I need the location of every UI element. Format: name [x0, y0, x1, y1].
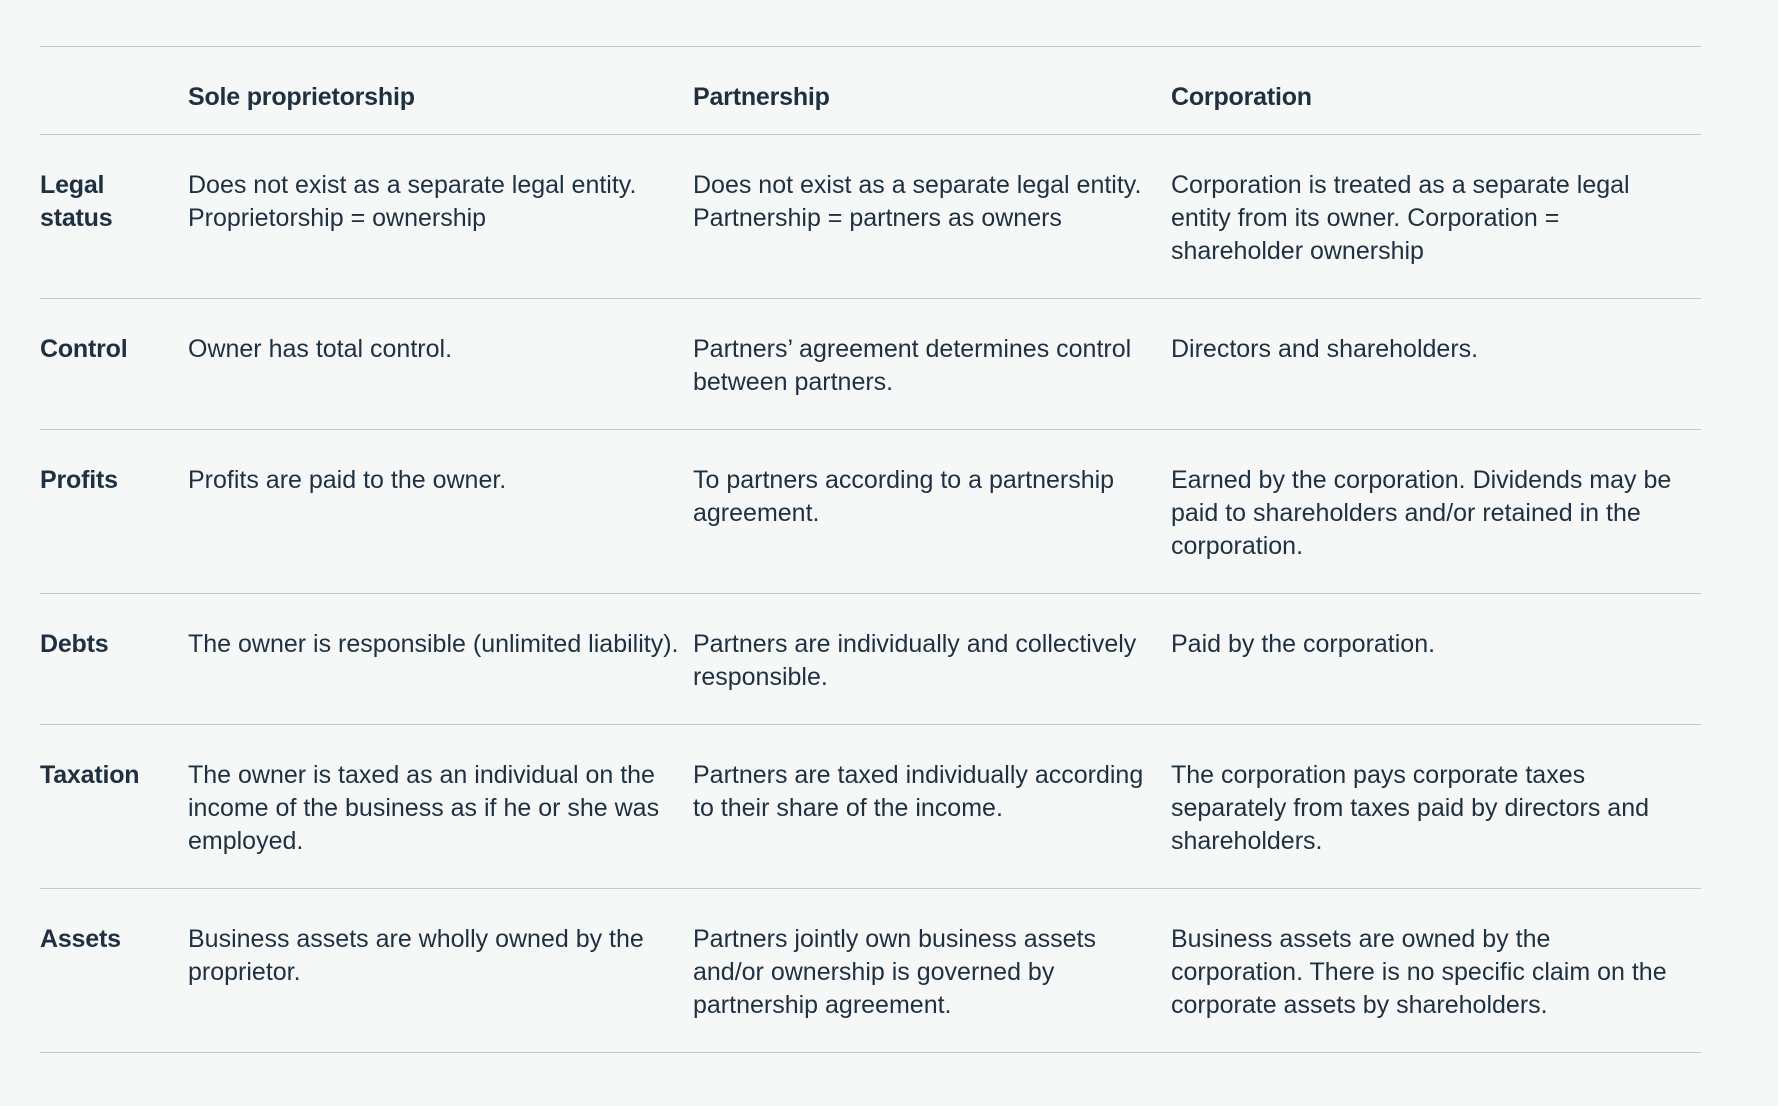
- row-header: Profits: [40, 429, 188, 594]
- row-header: Taxation: [40, 724, 188, 889]
- table-cell: Partners jointly own business assets and…: [693, 888, 1171, 1053]
- table-cell: Owner has total control.: [188, 298, 693, 430]
- row-header: Assets: [40, 888, 188, 1053]
- row-header: Control: [40, 298, 188, 430]
- table-cell: Paid by the corporation.: [1171, 593, 1701, 725]
- column-header-corporation: Corporation: [1171, 46, 1701, 135]
- table-cell: Directors and shareholders.: [1171, 298, 1701, 430]
- table-cell: Partners’ agreement determines control b…: [693, 298, 1171, 430]
- table-cell: The owner is taxed as an individual on t…: [188, 724, 693, 889]
- table-cell: Does not exist as a separate legal entit…: [188, 134, 693, 299]
- row-header: Debts: [40, 593, 188, 725]
- column-header-partnership: Partnership: [693, 46, 1171, 135]
- table-cell: The corporation pays corporate taxes sep…: [1171, 724, 1701, 889]
- table-cell: Partners are individually and collective…: [693, 593, 1171, 725]
- table-cell: The owner is responsible (unlimited liab…: [188, 593, 693, 725]
- table-cell: Corporation is treated as a separate leg…: [1171, 134, 1701, 299]
- table-cell: Profits are paid to the owner.: [188, 429, 693, 594]
- table-cell: Partners are taxed individually accordin…: [693, 724, 1171, 889]
- business-structure-comparison-table: Sole proprietorship Partnership Corporat…: [40, 46, 1701, 1053]
- column-header-sole-proprietorship: Sole proprietorship: [188, 46, 693, 135]
- row-header: Legal status: [40, 134, 188, 299]
- header-row: Sole proprietorship Partnership Corporat…: [40, 46, 1701, 135]
- table-cell: Business assets are wholly owned by the …: [188, 888, 693, 1053]
- table-cell: To partners according to a partnership a…: [693, 429, 1171, 594]
- table-cell: Earned by the corporation. Dividends may…: [1171, 429, 1701, 594]
- column-header: [40, 46, 188, 135]
- table-cell: Does not exist as a separate legal entit…: [693, 134, 1171, 299]
- table-cell: Business assets are owned by the corpora…: [1171, 888, 1701, 1053]
